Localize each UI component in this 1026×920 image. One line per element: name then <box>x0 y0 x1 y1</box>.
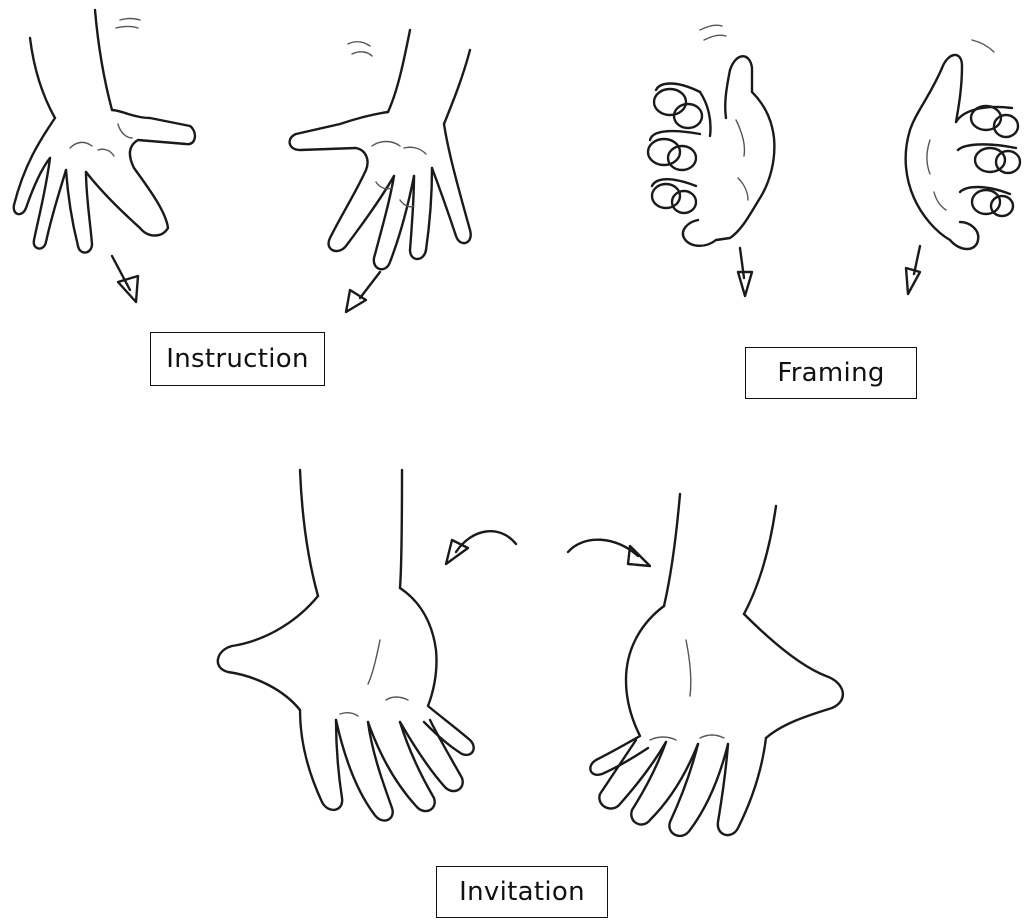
framing-gesture <box>648 25 1020 296</box>
invitation-right-arrow-icon <box>568 540 650 566</box>
invitation-left-hand-icon <box>218 470 474 821</box>
invitation-right-hand-icon <box>590 494 843 836</box>
framing-label: Framing <box>745 347 917 399</box>
instruction-gesture <box>14 10 471 312</box>
instruction-left-arrow-icon <box>112 256 138 302</box>
framing-left-hand-icon <box>648 25 774 246</box>
invitation-left-arrow-icon <box>446 531 516 564</box>
invitation-gesture <box>218 470 843 836</box>
framing-right-arrow-icon <box>906 246 920 294</box>
instruction-right-hand-icon <box>290 30 471 269</box>
invitation-label: Invitation <box>436 866 608 918</box>
framing-left-arrow-icon <box>738 248 752 296</box>
instruction-label: Instruction <box>150 332 325 386</box>
instruction-left-hand-icon <box>14 10 195 253</box>
instruction-right-arrow-icon <box>346 272 380 312</box>
framing-right-hand-icon <box>906 40 1020 249</box>
